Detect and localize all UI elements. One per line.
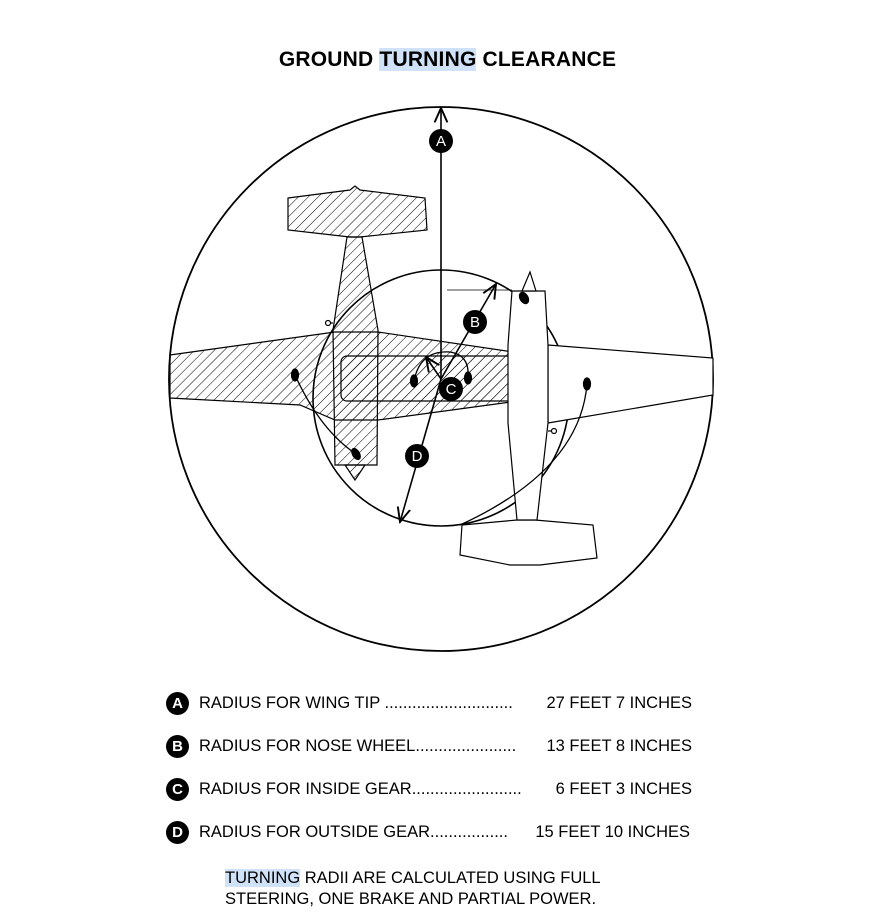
title-prefix: GROUND	[278, 48, 380, 71]
legend-label: RADIUS FOR WING TIP ....................…	[199, 694, 513, 712]
note-line1: RADII ARE CALCULATED USING FULL	[300, 869, 601, 887]
badge-b: B	[166, 735, 189, 758]
page-title: GROUND TURNING CLEARANCE	[0, 48, 883, 72]
label-c: C	[439, 377, 463, 401]
footnote: TURNING RADII ARE CALCULATED USING FULL …	[225, 868, 601, 910]
legend-label: RADIUS FOR NOSE WHEEL...................…	[199, 737, 517, 755]
legend-label: RADIUS FOR INSIDE GEAR..................…	[199, 780, 522, 798]
title-highlight: TURNING	[379, 48, 477, 71]
badge-c: C	[166, 778, 189, 801]
legend-value: 15 FEET 10 INCHES	[535, 823, 690, 841]
legend-row-c: C RADIUS FOR INSIDE GEAR................…	[166, 778, 706, 802]
legend-row-b: B RADIUS FOR NOSE WHEEL.................…	[166, 735, 706, 759]
turning-clearance-diagram: A B C D	[168, 106, 714, 652]
legend-row-d: D RADIUS FOR OUTSIDE GEAR...............…	[166, 821, 706, 845]
legend-label: RADIUS FOR OUTSIDE GEAR.................	[199, 823, 508, 841]
label-a: A	[429, 129, 453, 153]
hatched-airplane	[169, 185, 541, 482]
label-d: D	[405, 444, 429, 468]
title-suffix: CLEARANCE	[476, 48, 617, 71]
note-highlight: TURNING	[225, 869, 301, 887]
badge-d: D	[166, 821, 189, 844]
legend-value: 13 FEET 8 INCHES	[546, 737, 693, 755]
gear-arcs	[294, 351, 588, 526]
legend-value: 6 FEET 3 INCHES	[555, 780, 692, 798]
label-b-text: B	[470, 314, 480, 331]
badge-a: A	[166, 692, 189, 715]
label-b: B	[463, 310, 487, 334]
label-a-text: A	[436, 133, 446, 150]
legend-value: 27 FEET 7 INCHES	[546, 694, 693, 712]
label-d-text: D	[412, 448, 423, 465]
outline-airplane	[447, 270, 714, 566]
legend-row-a: A RADIUS FOR WING TIP ..................…	[166, 692, 706, 716]
label-c-text: C	[446, 381, 457, 398]
note-line2: STEERING, ONE BRAKE AND PARTIAL POWER.	[225, 890, 597, 908]
